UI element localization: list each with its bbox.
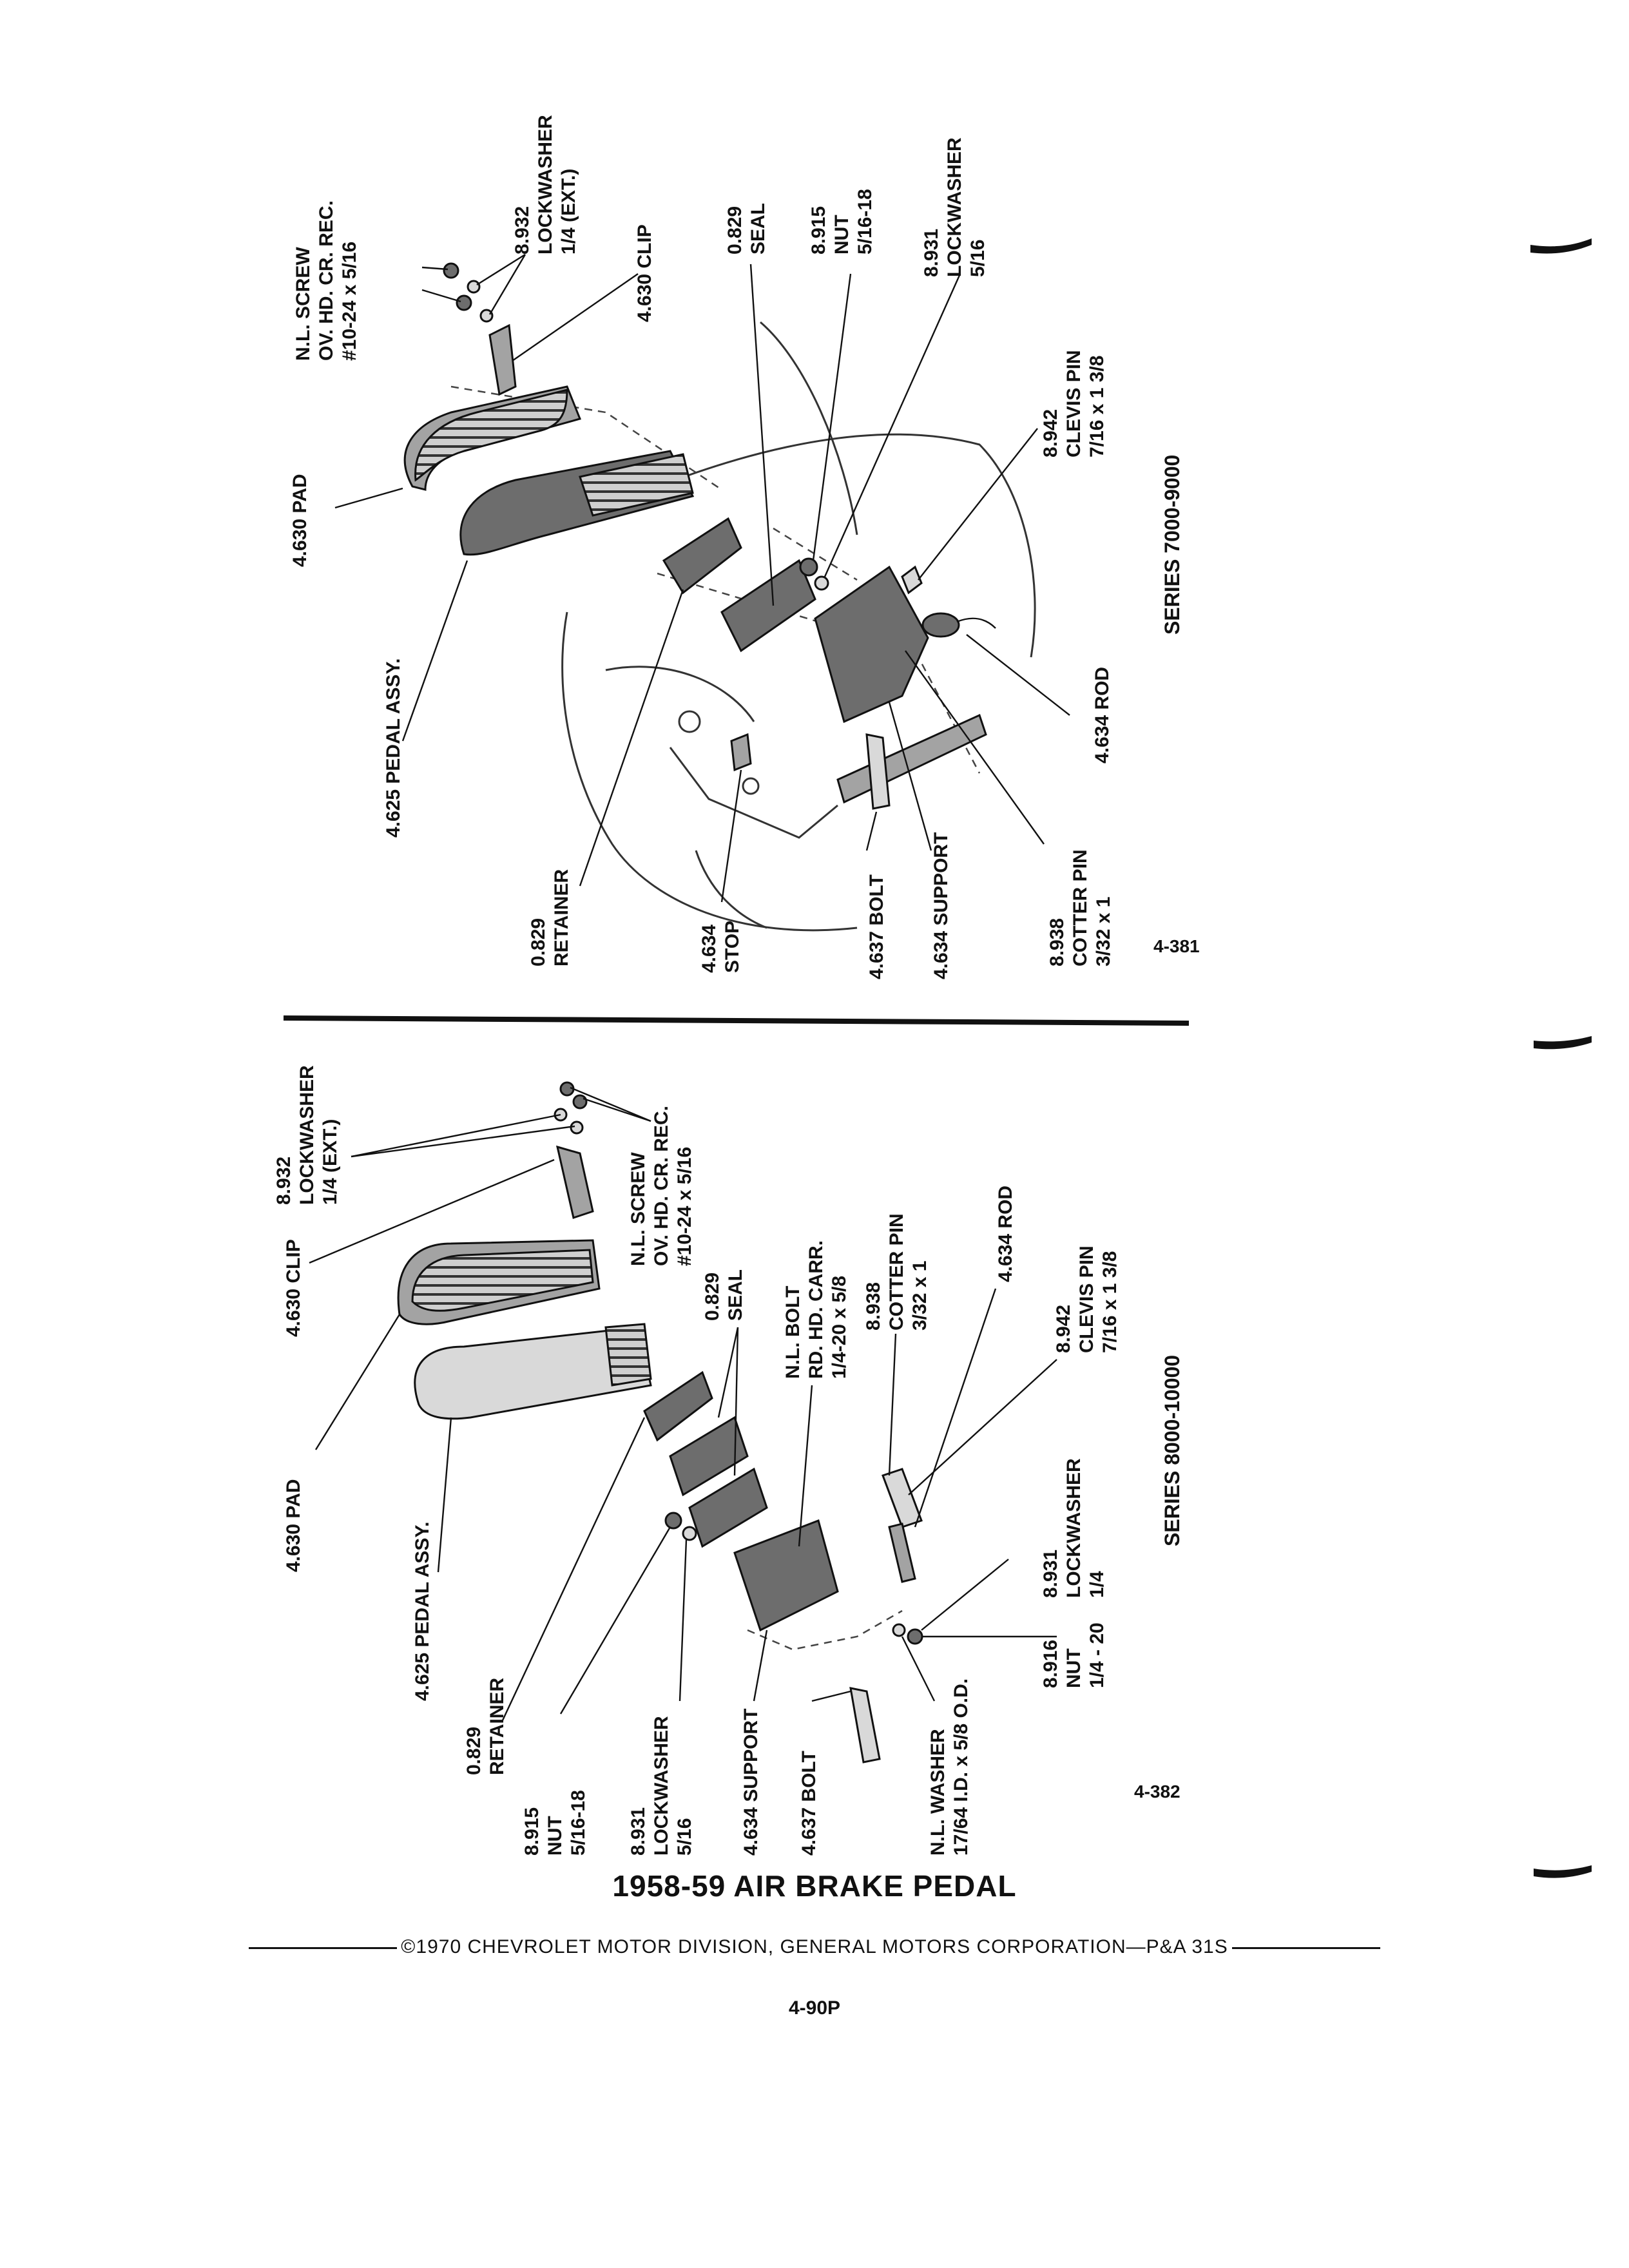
lower-seal-2 — [688, 1467, 768, 1548]
upper-stop — [730, 733, 752, 772]
upper-screws — [443, 262, 494, 323]
lower-washer-label: N.L. WASHER 17/64 I.D. x 5/8 O.D. — [927, 1678, 972, 1856]
figure-divider — [283, 1015, 1190, 1026]
lower-screws — [554, 1081, 588, 1135]
lower-pad-label: 4.630 PAD — [283, 1479, 304, 1572]
lower-figure-number: 4-382 — [1134, 1782, 1181, 1802]
upper-clip-label: 4.630 CLIP — [634, 224, 655, 322]
upper-retainer — [662, 517, 742, 595]
lower-clip — [555, 1145, 594, 1219]
lower-nut — [664, 1512, 682, 1530]
lower-nut-label: 8.915 NUT 5/16-18 — [521, 1790, 589, 1856]
upper-clevis-pin — [901, 565, 923, 595]
upper-lockwasher-part — [814, 575, 829, 591]
lower-lockwasher-14-label: 8.931 LOCKWASHER 1/4 — [1040, 1453, 1108, 1598]
lower-lockwasher-14 — [892, 1623, 906, 1637]
lower-support — [733, 1519, 839, 1632]
lower-seal-label: 0.829 SEAL — [702, 1267, 746, 1321]
lower-seal-1 — [669, 1416, 749, 1497]
lower-rod — [888, 1523, 916, 1583]
lower-lockwasher-part — [682, 1526, 697, 1541]
lower-pedal-label: 4.625 PEDAL ASSY. — [412, 1522, 433, 1701]
upper-figure-number: 4-381 — [1153, 936, 1200, 956]
lower-nut-14-label: 8.916 NUT 1/4 - 20 — [1040, 1622, 1108, 1688]
upper-leaders — [334, 253, 1070, 903]
lower-labels: 8.932 LOCKWASHER 1/4 (EXT.) N.L. SCREW O… — [273, 1060, 1184, 1856]
upper-figure: N.L. SCREW OV. HD. CR. REC. #10-24 x 5/1… — [289, 110, 1200, 979]
lower-lockwasher-label: 8.931 LOCKWASHER 5/16 — [628, 1711, 695, 1856]
upper-support-label: 4.634 SUPPORT — [930, 832, 952, 979]
lower-nut-14 — [907, 1628, 923, 1645]
upper-rod-end — [921, 612, 960, 638]
upper-series-label: SERIES 7000-9000 — [1161, 455, 1184, 635]
lower-retainer — [643, 1370, 713, 1442]
lower-support-label: 4.634 SUPPORT — [740, 1709, 762, 1856]
lower-leaders — [309, 1086, 1057, 1721]
upper-nut — [799, 557, 818, 577]
lower-rod-label: 4.634 ROD — [995, 1186, 1016, 1282]
lower-series-label: SERIES 8000-10000 — [1161, 1355, 1184, 1546]
lower-pad — [397, 1239, 601, 1325]
lower-figure: 8.932 LOCKWASHER 1/4 (EXT.) N.L. SCREW O… — [273, 1060, 1184, 1856]
upper-rod-label: 4.634 ROD — [1092, 667, 1113, 764]
lower-screw-label: N.L. SCREW OV. HD. CR. REC. #10-24 x 5/1… — [628, 1100, 695, 1266]
upper-clevis-label: 8.942 CLEVIS PIN 7/16 x 1 3/8 — [1040, 345, 1108, 457]
lower-bolt — [849, 1687, 881, 1763]
lower-lockwasher-ext-label: 8.932 LOCKWASHER 1/4 (EXT.) — [273, 1060, 341, 1205]
lower-clevis — [882, 1468, 923, 1528]
upper-pad — [403, 385, 582, 491]
upper-lockwasher-label: 8.931 LOCKWASHER 5/16 — [921, 132, 988, 277]
lower-cotter-label: 8.938 COTTER PIN 3/32 x 1 — [863, 1208, 930, 1331]
upper-bolt-label: 4.637 BOLT — [866, 874, 887, 979]
lower-clip-label: 4.630 CLIP — [283, 1239, 304, 1337]
lower-bolt-label: 4.637 BOLT — [798, 1751, 820, 1856]
upper-pad-label: 4.630 PAD — [289, 474, 311, 567]
page-title: 1958-59 AIR BRAKE PEDAL — [612, 1869, 1017, 1903]
upper-cotter-label: 8.938 COTTER PIN 3/32 x 1 — [1046, 844, 1114, 966]
upper-stop-label: 4.634 STOP — [699, 919, 743, 973]
margin-marks — [1530, 238, 1592, 1878]
upper-pedal-label: 4.625 PEDAL ASSY. — [383, 658, 404, 838]
footer-rule-left — [249, 1946, 398, 1949]
upper-pedal-assembly — [459, 450, 695, 556]
lower-bolt-carr-label: N.L. BOLT RD. HD. CARR. 1/4-20 x 5/8 — [782, 1235, 850, 1379]
upper-screw-label: N.L. SCREW OV. HD. CR. REC. #10-24 x 5/1… — [293, 195, 360, 361]
upper-nut-label: 8.915 NUT 5/16-18 — [808, 189, 876, 255]
upper-bolt — [865, 733, 891, 810]
copyright-footer: ©1970 CHEVROLET MOTOR DIVISION, GENERAL … — [0, 1936, 1629, 1958]
upper-lockwasher-ext-label: 8.932 LOCKWASHER 1/4 (EXT.) — [512, 110, 579, 255]
upper-clip — [488, 323, 517, 396]
upper-retainer-label: 0.829 RETAINER — [528, 869, 572, 966]
lower-retainer-label: 0.829 RETAINER — [463, 1678, 508, 1775]
upper-labels: N.L. SCREW OV. HD. CR. REC. #10-24 x 5/1… — [289, 110, 1200, 979]
upper-seal — [720, 559, 816, 653]
footer-rule-right — [1231, 1946, 1380, 1949]
footer-text: ©1970 CHEVROLET MOTOR DIVISION, GENERAL … — [401, 1936, 1228, 1957]
lower-clevis-label: 8.942 CLEVIS PIN 7/16 x 1 3/8 — [1053, 1240, 1121, 1353]
lower-pedal-assembly — [414, 1323, 652, 1420]
upper-support — [814, 565, 929, 724]
upper-seal-label: 0.829 SEAL — [724, 201, 769, 255]
page-number: 4-90P — [788, 1997, 841, 2019]
